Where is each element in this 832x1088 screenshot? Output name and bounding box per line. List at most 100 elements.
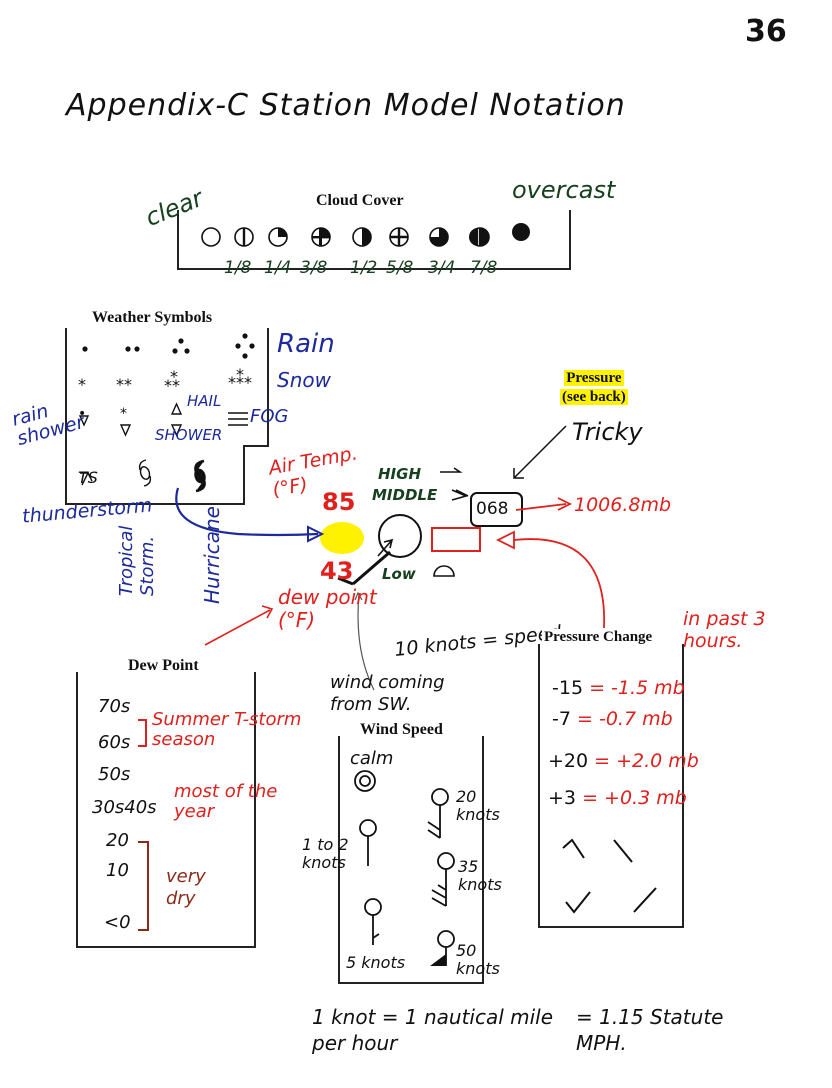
pc-eq: = -0.7 mb — [577, 708, 673, 730]
wind-50-knots-icon — [437, 930, 455, 948]
footer-statute: = 1.15 Statute MPH. — [576, 1005, 724, 1055]
cc-frac-1-4: 1/4 — [264, 258, 292, 278]
wind-20-knots-icon — [431, 788, 449, 806]
dew-row: <0 — [104, 912, 131, 933]
overcast-label: overcast — [512, 176, 616, 204]
rain-shower-icon — [78, 415, 90, 427]
k12-label: 1 to 2 knots — [302, 835, 349, 872]
cc-frac-3-4: 3/4 — [428, 258, 456, 278]
rain-heavy-icon — [184, 348, 190, 354]
dew-point-label: dew point (°F) — [278, 585, 377, 632]
wind-1-2-knots-icon — [359, 819, 377, 837]
temp-value: 85 — [322, 488, 356, 516]
wind-note: wind coming from SW. — [330, 672, 445, 715]
pressure-change-panel — [538, 644, 684, 928]
pressure-heading: Pressure (see back) — [560, 369, 628, 407]
low-label: Low — [382, 565, 416, 583]
calm-icon — [354, 770, 376, 792]
thunderstorm-icon — [80, 472, 93, 486]
cloud-cover-heading: Cloud Cover — [312, 192, 408, 210]
most-year-note: most of the year — [174, 781, 278, 822]
dew-row: 30s40s — [92, 797, 157, 818]
dew-value: 43 — [320, 557, 354, 585]
pc-eq: = -1.5 mb — [589, 677, 685, 699]
pc-eq: = +0.3 mb — [582, 787, 687, 809]
pressure-title: Pressure — [564, 370, 624, 386]
cc-frac-1-2: 1/2 — [350, 258, 378, 278]
hail-icon — [170, 402, 183, 415]
fog-icon — [228, 412, 248, 426]
pc-code: -7 — [552, 708, 571, 730]
tendency-rising-icon — [633, 887, 657, 913]
pc-code: +20 — [548, 750, 589, 772]
shower-label: SHOWER — [155, 426, 223, 444]
cc-frac-7-8: 7/8 — [470, 258, 498, 278]
wind-speed-panel — [338, 736, 484, 984]
k50-label: 50 knots — [456, 941, 500, 978]
pressure-change-box — [431, 527, 481, 552]
wind-35-knots-icon — [437, 852, 455, 870]
dew-row: 60s — [98, 732, 131, 753]
k20-label: 20 knots — [456, 787, 500, 824]
snow-label: Snow — [277, 368, 331, 392]
k35-label: 35 knots — [458, 857, 502, 894]
fog-label: FOG — [250, 406, 289, 427]
pressure-change-row: +20 = +2.0 mb — [548, 750, 699, 772]
tendency-rising-falling-icon — [562, 838, 585, 859]
dew-row: 20 — [106, 830, 129, 851]
pc-code: +3 — [548, 787, 577, 809]
dew-point-heading: Dew Point — [124, 657, 203, 675]
station-circle — [378, 514, 422, 558]
wind-speed-heading: Wind Speed — [356, 721, 447, 739]
pc-code: -15 — [552, 677, 584, 699]
pressure-change-row: +3 = +0.3 mb — [548, 787, 687, 809]
dew-point-panel — [76, 672, 256, 948]
cc-frac-3-8: 3/8 — [300, 258, 328, 278]
footer-knot: 1 knot = 1 nautical mile per hour — [312, 1005, 554, 1055]
dew-row: 70s — [98, 696, 131, 717]
temp-highlight — [320, 522, 364, 554]
hail-label: HAIL — [187, 392, 222, 410]
tricky-label: Tricky — [572, 418, 643, 446]
shower-dot: • — [78, 406, 87, 422]
tropical-storm-icon — [138, 459, 152, 487]
pressure-see-back: (see back) — [560, 389, 628, 405]
low-cloud-icon — [433, 565, 455, 577]
ts-code: TS — [78, 468, 98, 487]
very-dry-note: very dry — [166, 866, 206, 909]
pressure-change-heading: Pressure Change — [542, 629, 655, 646]
pressure-code: 068 — [476, 499, 509, 519]
pressure-change-row: -7 = -0.7 mb — [552, 708, 673, 730]
dew-row: 50s — [98, 764, 131, 785]
wind-5-knots-icon — [364, 898, 382, 916]
pressure-change-row: -15 = -1.5 mb — [552, 677, 685, 699]
cc-frac-5-8: 5/8 — [386, 258, 414, 278]
page-number: 36 — [745, 14, 787, 49]
in-past-label: in past 3 hours. — [683, 608, 766, 652]
rain-very-heavy-icon — [242, 353, 248, 359]
rain-moderate-icon — [134, 346, 140, 352]
snow-shower-icon: * — [120, 406, 127, 422]
high-label: HIGH — [378, 465, 422, 483]
tendency-falling-icon — [613, 839, 633, 863]
hurricane-icon — [194, 459, 206, 493]
cloud-cover-box — [177, 210, 571, 270]
calm-label: calm — [350, 748, 394, 769]
middle-label: MIDDLE — [372, 486, 438, 504]
cloud-0-8-icon — [201, 227, 221, 247]
cloud-8-8-icon — [512, 223, 530, 241]
rain-light-icon — [82, 346, 88, 352]
page-title: Appendix-C Station Model Notation — [66, 88, 626, 123]
wind-barb-icon — [337, 550, 391, 586]
k5-label: 5 knots — [346, 953, 406, 972]
dew-row: 10 — [106, 860, 129, 881]
tendency-falling-rising-icon — [565, 891, 591, 914]
cc-frac-1-8: 1/8 — [224, 258, 252, 278]
